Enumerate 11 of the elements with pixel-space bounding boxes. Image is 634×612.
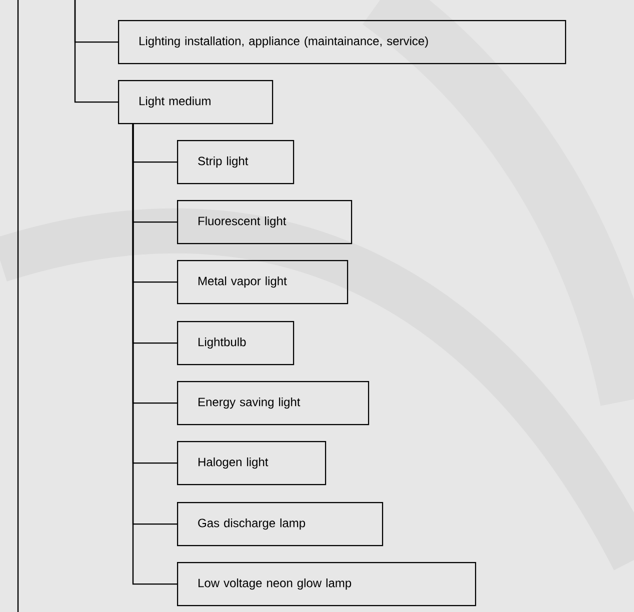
category-box: Lightbulb xyxy=(177,321,294,366)
category-box: Strip light xyxy=(177,140,294,184)
category-box: Lighting installation, appliance (maintainance, service) xyxy=(118,20,566,64)
connector-line xyxy=(74,0,118,103)
category-box: Metal vapor light xyxy=(177,260,348,304)
category-box: Low voltage neon glow lamp xyxy=(177,562,476,606)
category-box: Energy saving light xyxy=(177,381,370,426)
category-box: Gas discharge lamp xyxy=(177,502,384,546)
category-box: Fluorescent light xyxy=(177,200,352,244)
category-box: Halogen light xyxy=(177,441,326,486)
category-box: Light medium xyxy=(118,80,274,124)
